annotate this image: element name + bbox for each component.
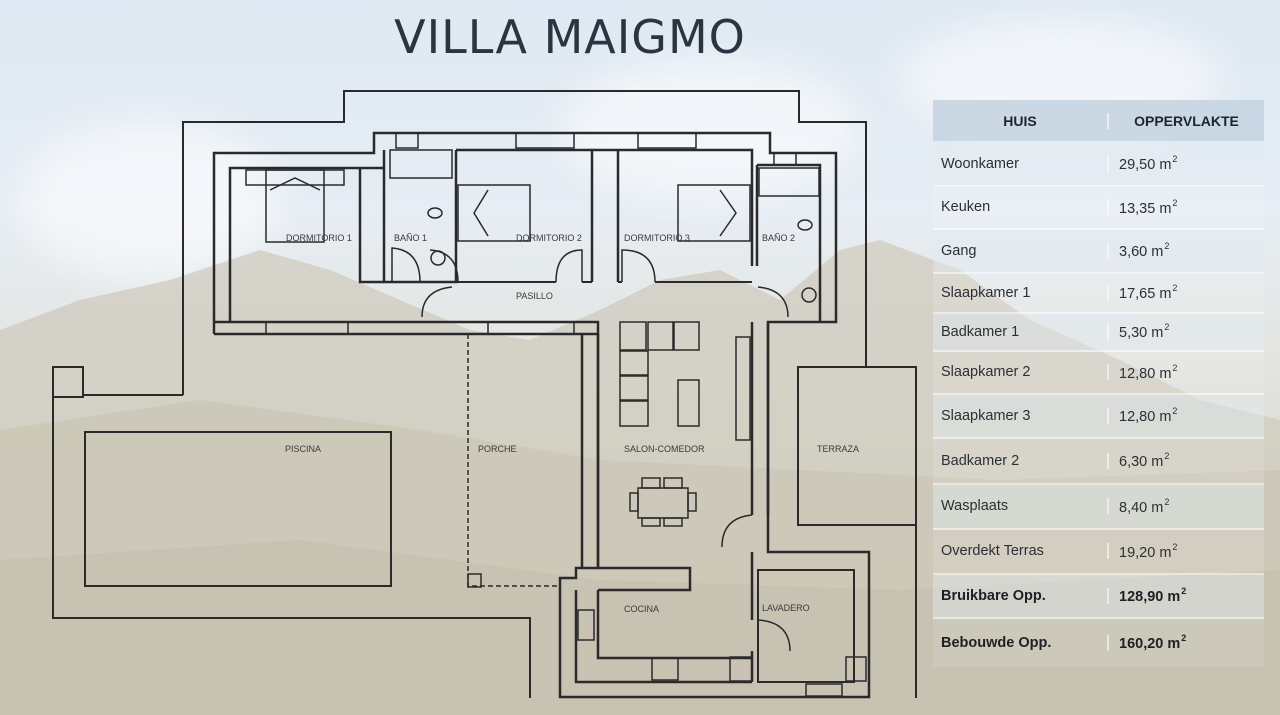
table-row: Keuken 13,35 m2 [933,186,1264,230]
room-area: 29,50 m2 [1119,154,1178,174]
room-label-dormitorio-3: DORMITORIO 3 [624,233,690,243]
page-title: VILLA MAIGMO [394,10,746,64]
room-label-dormitorio-2: DORMITORIO 2 [516,233,582,243]
room-area: 6,30 m2 [1119,451,1170,470]
table-row: Gang 3,60 m2 [933,230,1264,274]
table-row: Woonkamer 29,50 m2 [933,143,1264,187]
table-row: Overdekt Terras 19,20 m2 [933,529,1264,575]
room-label-terraza: TERRAZA [817,444,859,454]
room-name: Slaapkamer 3 [933,407,1109,424]
room-label-porche: PORCHE [478,444,517,454]
cloud-decoration [20,120,280,280]
terrace-outline [797,366,917,526]
room-name: Badkamer 2 [933,452,1109,469]
pool-outline [84,431,392,587]
room-name: Slaapkamer 2 [933,364,1109,381]
room-name: Woonkamer [933,155,1109,172]
room-area: 8,40 m2 [1119,496,1170,516]
total-area: 128,90 m2 [1119,586,1187,605]
table-row: Slaapkamer 3 12,80 m2 [933,395,1264,439]
table-total-row: Bruikbare Opp. 128,90 m2 [933,574,1264,619]
table-header: HUIS OPPERVLAKTE [933,100,1264,143]
room-name: Badkamer 1 [933,323,1109,340]
area-table: HUIS OPPERVLAKTE Woonkamer 29,50 m2 Keuk… [933,100,1264,667]
room-area: 17,65 m2 [1119,283,1178,302]
lot-boundary-left [52,367,531,698]
room-name: Overdekt Terras [933,543,1109,559]
table-row: Badkamer 2 6,30 m2 [933,438,1264,485]
room-name: Wasplaats [933,498,1109,514]
room-label-lavadero: LAVADERO [762,603,810,613]
room-area: 19,20 m2 [1119,541,1178,561]
house-outer-wall [212,131,871,699]
header-room: HUIS [933,112,1109,129]
room-name: Slaapkamer 1 [933,284,1109,301]
total-label: Bebouwde Opp. [933,634,1109,651]
lot-corner [52,366,84,398]
table-total-row: Bebouwde Opp. 160,20 m2 [933,618,1264,667]
room-area: 5,30 m2 [1119,322,1170,341]
room-name: Gang [933,242,1109,259]
room-area: 13,35 m2 [1119,197,1178,217]
cloud-decoration [560,60,860,200]
room-name: Keuken [933,199,1109,216]
room-label-pasillo: PASILLO [516,291,553,301]
room-label-bano-2: BAÑO 2 [762,233,795,243]
room-area: 3,60 m2 [1119,241,1170,261]
table-row: Slaapkamer 2 12,80 m2 [933,351,1264,395]
room-label-bano-1: BAÑO 1 [394,233,427,243]
table-row: Wasplaats 8,40 m2 [933,484,1264,530]
room-label-cocina: COCINA [624,604,659,614]
table-row: Slaapkamer 1 17,65 m2 [933,273,1264,314]
room-label-salon-comedor: SALON-COMEDOR [624,444,705,454]
total-area: 160,20 m2 [1119,633,1187,652]
room-label-piscina: PISCINA [285,444,321,454]
room-area: 12,80 m2 [1119,362,1178,382]
header-area: OPPERVLAKTE [1134,112,1239,129]
room-area: 12,80 m2 [1119,406,1178,426]
lot-boundary [182,90,867,395]
total-label: Bruikbare Opp. [933,587,1109,604]
room-label-dormitorio-1: DORMITORIO 1 [286,233,352,243]
table-row: Badkamer 1 5,30 m2 [933,313,1264,352]
